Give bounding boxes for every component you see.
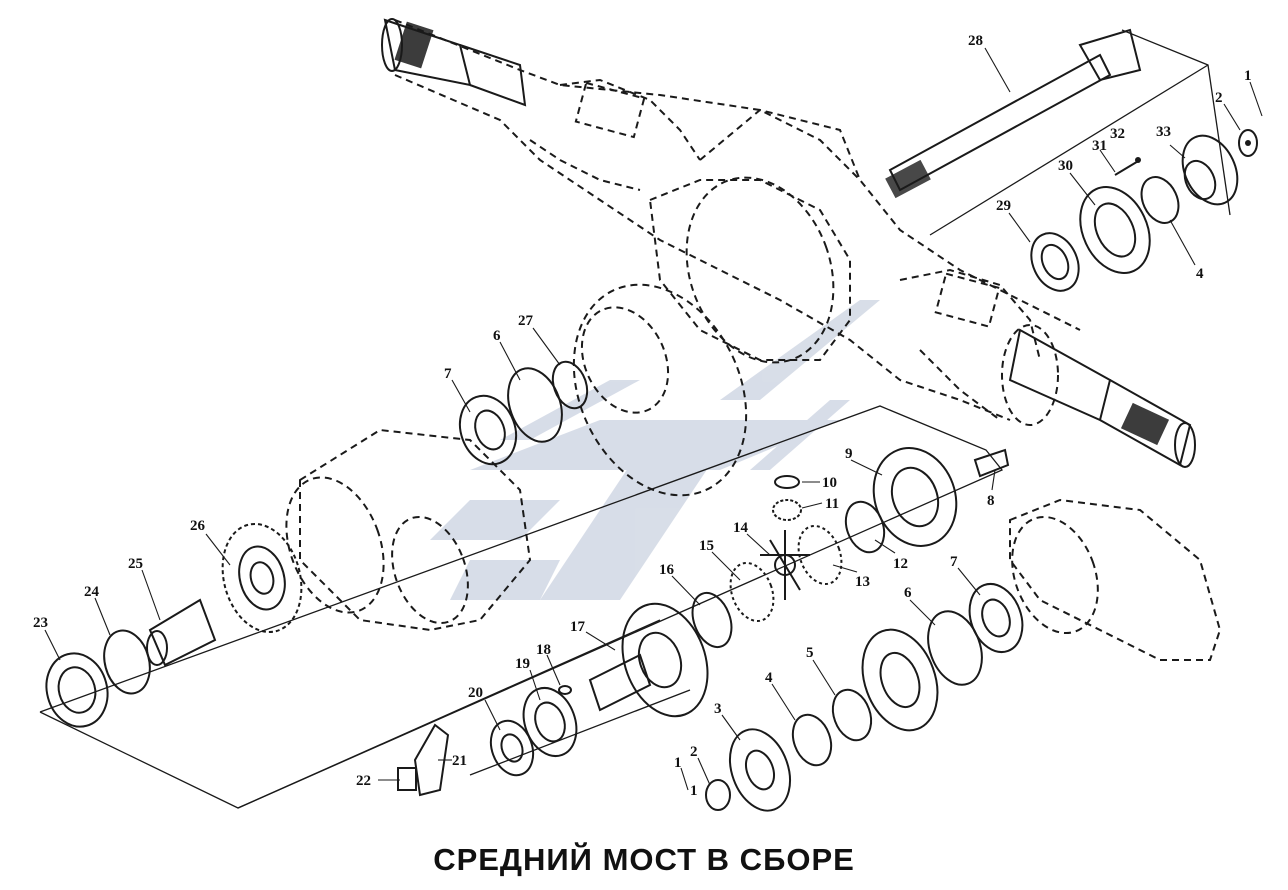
part-33-flange xyxy=(1181,134,1239,206)
part-17-drive-gear xyxy=(588,602,709,718)
part-9-differential-case xyxy=(872,447,958,547)
callout-29: 29 xyxy=(996,198,1011,214)
callout-13: 13 xyxy=(855,574,870,590)
part-28-through-shaft xyxy=(885,28,1142,199)
part-10-washer xyxy=(774,475,800,489)
group-frame-lower xyxy=(39,405,1004,809)
callout-28: 28 xyxy=(968,33,983,49)
part-1-nut-lower xyxy=(705,779,731,811)
ring-gear-housing xyxy=(572,283,748,497)
callout-30: 30 xyxy=(1058,158,1073,174)
callout-18: 18 xyxy=(536,642,551,658)
callout-9: 9 xyxy=(845,446,853,462)
callout-2-lower: 2 xyxy=(690,744,698,760)
part-14-spider xyxy=(760,530,810,600)
part-26-gear xyxy=(221,522,303,634)
left-axle-spindle xyxy=(381,18,527,107)
callout-1-lower-a: 1 xyxy=(674,755,682,771)
callout-33: 33 xyxy=(1156,124,1171,140)
callout-16: 16 xyxy=(659,562,675,578)
part-13-side-gear xyxy=(797,524,843,586)
callout-26: 26 xyxy=(190,518,206,534)
callout-25: 25 xyxy=(128,556,143,572)
callout-32: 32 xyxy=(1110,126,1125,142)
callout-17: 17 xyxy=(570,619,586,635)
reducer-cover-housing xyxy=(1009,498,1222,661)
axle-housing xyxy=(394,19,1081,421)
manufacturer-logo-watermark xyxy=(430,300,880,600)
part-24-snap-ring xyxy=(103,629,151,695)
part-6-ring-lower xyxy=(927,610,983,686)
part-20-washer xyxy=(489,719,535,777)
callout-10: 10 xyxy=(822,475,837,491)
callout-7-lower: 7 xyxy=(950,554,958,570)
callout-1-lower-b: 1 xyxy=(690,783,698,799)
callout-3: 3 xyxy=(714,701,722,717)
callout-2-upper: 2 xyxy=(1215,90,1223,106)
callout-19: 19 xyxy=(515,656,530,672)
part-4-seal-lower xyxy=(791,713,833,767)
part-3-flange-lower xyxy=(729,728,791,812)
part-8-bolt xyxy=(973,448,1010,478)
part-22-bolt xyxy=(397,767,417,791)
callout-8: 8 xyxy=(987,493,995,509)
part-29-bearing xyxy=(1030,232,1080,292)
main-reducer-housing xyxy=(285,428,532,632)
part-5-seal xyxy=(831,688,873,742)
part-6-ring-upper xyxy=(507,367,563,443)
part-23-bearing xyxy=(45,652,109,728)
callout-12: 12 xyxy=(893,556,908,572)
callout-22: 22 xyxy=(356,773,371,789)
part-25-splined-sleeve xyxy=(146,598,217,667)
callout-4-lower: 4 xyxy=(765,670,773,686)
part-12-washer xyxy=(844,500,886,554)
part-32-bolt xyxy=(1114,157,1141,176)
group-frame-upper xyxy=(929,29,1231,236)
part-4-seal-ring xyxy=(1140,176,1180,224)
diagram-title: СРЕДНИЙ МОСТ В СБОРЕ xyxy=(433,842,855,877)
callout-21: 21 xyxy=(452,753,467,769)
callout-1-upper: 1 xyxy=(1244,68,1252,84)
part-cover-lower xyxy=(861,628,939,732)
callout-15: 15 xyxy=(699,538,714,554)
callout-20: 20 xyxy=(468,685,483,701)
callout-labels: 1 2 4 28 29 30 31 32 33 27 6 7 9 10 11 8… xyxy=(33,33,1252,799)
part-2-washer-upper xyxy=(1238,129,1258,157)
callout-11: 11 xyxy=(825,496,839,512)
part-11-pinion xyxy=(772,499,802,521)
leader-lines xyxy=(44,47,1263,791)
callout-27: 27 xyxy=(518,313,534,329)
part-16-washer xyxy=(691,591,733,649)
callout-7-upper: 7 xyxy=(444,366,452,382)
part-7-bearing-upper xyxy=(458,394,518,466)
part-15-side-gear xyxy=(729,561,775,623)
part-30-bearing-cover xyxy=(1079,186,1151,274)
callout-24: 24 xyxy=(84,584,100,600)
callout-6-upper: 6 xyxy=(493,328,501,344)
callout-23: 23 xyxy=(33,615,48,631)
part-19-bearing xyxy=(522,687,578,757)
callout-6-lower: 6 xyxy=(904,585,912,601)
callout-4-upper: 4 xyxy=(1196,266,1204,282)
part-21-lock-plate xyxy=(413,723,450,797)
callout-14: 14 xyxy=(733,520,749,536)
callout-5: 5 xyxy=(806,645,814,661)
part-18-pin xyxy=(558,685,572,695)
right-axle-spindle xyxy=(1001,324,1196,468)
callout-31: 31 xyxy=(1092,138,1107,154)
part-7-bearing-lower xyxy=(968,583,1024,653)
